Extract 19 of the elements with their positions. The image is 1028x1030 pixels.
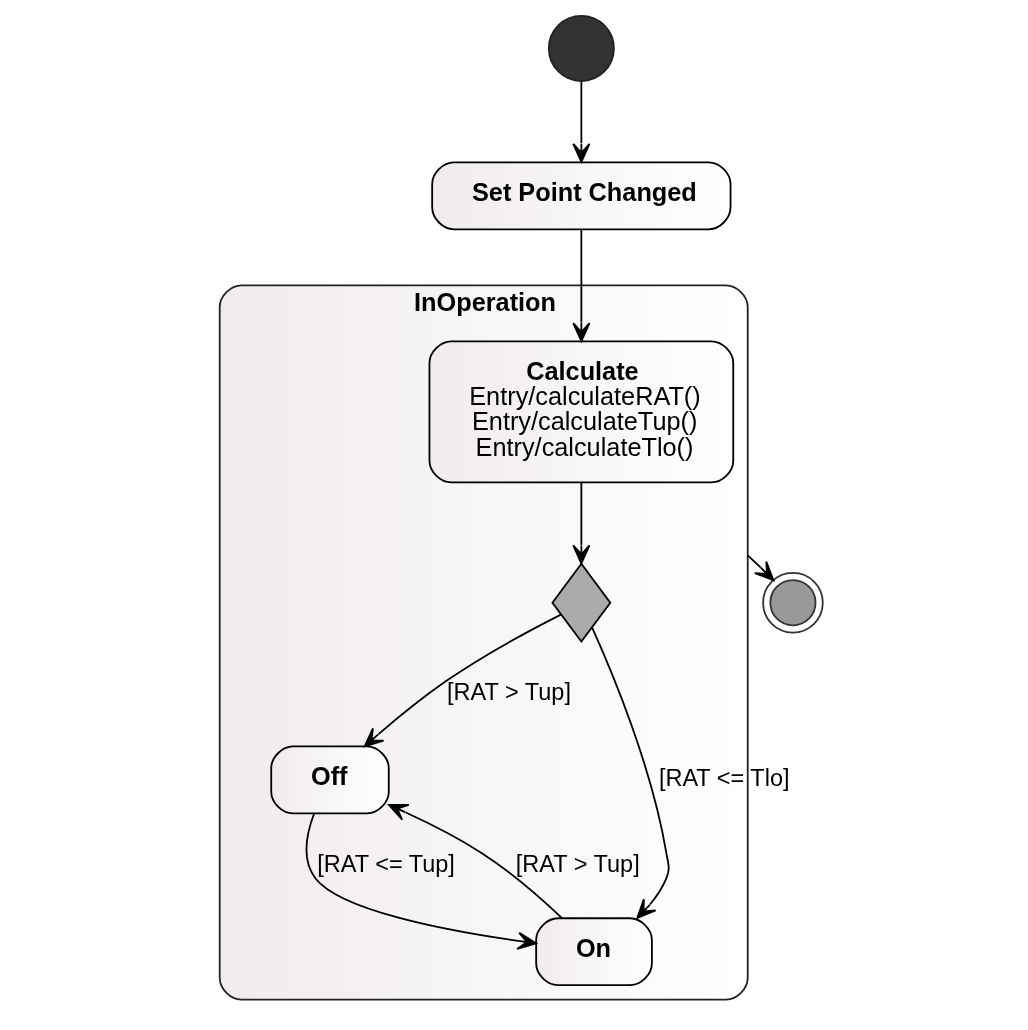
node-box: Set Point Changed	[431, 161, 732, 231]
node-circle	[547, 15, 615, 82]
node-box: On	[535, 917, 653, 987]
node-box: Off	[270, 745, 390, 815]
arrow	[388, 803, 563, 920]
arrow	[572, 80, 591, 163]
node-circle	[762, 571, 824, 634]
arrow	[591, 626, 670, 919]
arrow	[363, 613, 562, 748]
arrow	[305, 812, 537, 950]
arrow	[572, 228, 591, 343]
edge-label: [RAT <= Tlo]	[658, 765, 790, 792]
edge-label: [RAT <= Tup]	[317, 850, 455, 877]
edge-label: [RAT > Tup]	[447, 679, 571, 706]
edge-label: [RAT > Tup]	[515, 850, 640, 877]
node-box: Calculate Entry/calculateRAT() Entry/calculateTup() Entry/calculateTlo()	[428, 340, 735, 484]
arrow	[746, 554, 775, 582]
arrow	[572, 482, 591, 565]
node-diamond	[551, 562, 612, 644]
